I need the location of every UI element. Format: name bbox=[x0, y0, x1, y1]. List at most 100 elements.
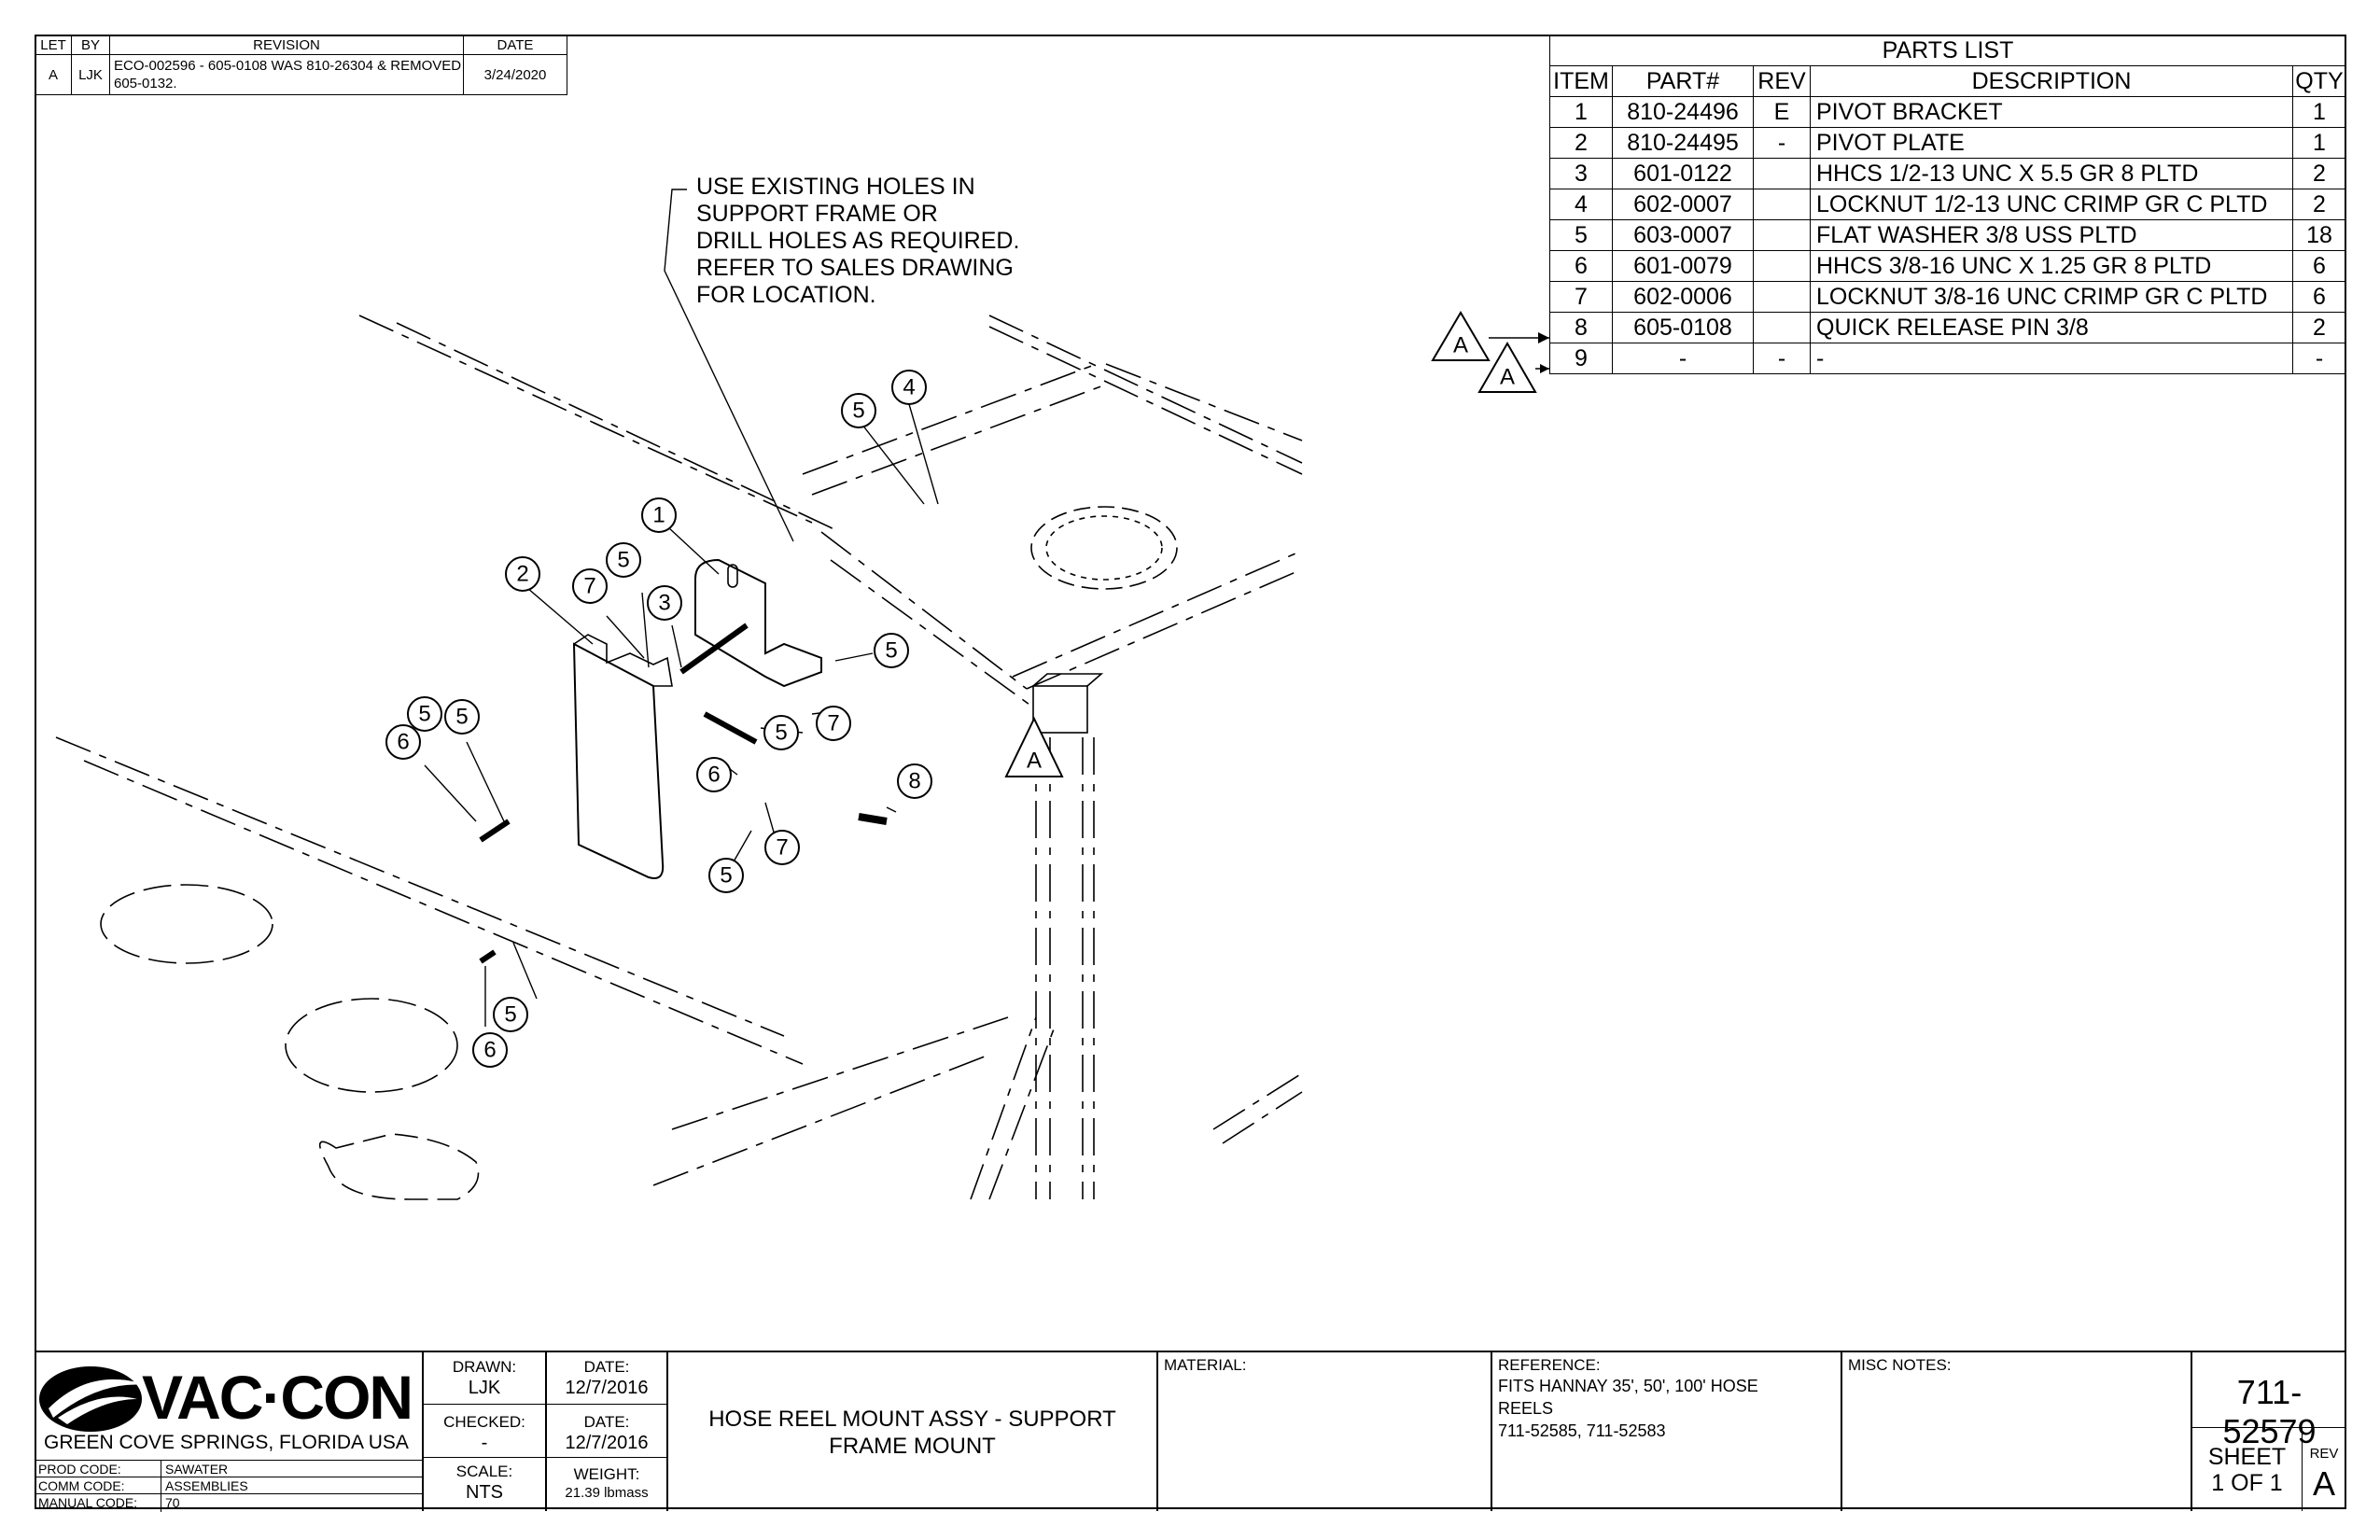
part-rev: - bbox=[1753, 127, 1811, 159]
callout-number: 6 bbox=[707, 763, 720, 788]
revision-table: LET BY REVISION DATE A LJK ECO-002596 - … bbox=[35, 35, 567, 95]
vaccon-logo bbox=[39, 1366, 147, 1432]
rev-flag-letter: A bbox=[1453, 333, 1468, 358]
part-number: - bbox=[1612, 343, 1754, 374]
pivot-bracket bbox=[694, 558, 822, 688]
callout-bubble bbox=[816, 706, 851, 741]
revision-row: A LJK ECO-002596 - 605-0108 WAS 810-2630… bbox=[35, 54, 567, 95]
rev-description: ECO-002596 - 605-0108 WAS 810-26304 & RE… bbox=[109, 54, 464, 95]
hhcs-bolt-short bbox=[703, 711, 758, 745]
callout-bubble bbox=[647, 585, 682, 621]
manual-code-value: 70 bbox=[165, 1495, 180, 1510]
parts-header-rev: REV bbox=[1753, 65, 1811, 97]
part-qty: 2 bbox=[2292, 189, 2346, 220]
support-frame-lines bbox=[55, 315, 1303, 1200]
rev-by: LJK bbox=[71, 54, 110, 95]
note-line: USE EXISTING HOLES IN bbox=[696, 174, 975, 200]
part-qty: 2 bbox=[2292, 312, 2346, 343]
frame-ring-2 bbox=[285, 998, 458, 1093]
rev-date: 3/24/2020 bbox=[463, 54, 567, 95]
part-item: 8 bbox=[1549, 312, 1613, 343]
callout-number: 5 bbox=[885, 638, 897, 664]
checked-date-value: 12/7/2016 bbox=[565, 1433, 649, 1453]
frame-ring-3 bbox=[319, 1133, 480, 1200]
part-number: 602-0006 bbox=[1612, 281, 1754, 313]
callout-number: 5 bbox=[617, 548, 629, 573]
comm-code-label: COMM CODE: bbox=[38, 1478, 125, 1493]
callout-bubble bbox=[696, 757, 732, 792]
reference-line: 711-52585, 711-52583 bbox=[1498, 1421, 1666, 1440]
callout-bubble bbox=[763, 715, 799, 750]
part-qty: 2 bbox=[2292, 158, 2346, 189]
part-rev bbox=[1753, 281, 1811, 313]
part-item: 2 bbox=[1549, 127, 1613, 159]
callout-bubble bbox=[385, 724, 421, 760]
part-number: 605-0108 bbox=[1612, 312, 1754, 343]
hhcs-bolt-long bbox=[679, 623, 749, 675]
part-qty: - bbox=[2292, 343, 2346, 374]
part-qty: 6 bbox=[2292, 250, 2346, 282]
turntable-inner bbox=[1045, 515, 1163, 581]
misc-notes-label: MISC NOTES: bbox=[1848, 1356, 1952, 1374]
drawing-number-cell: 711-52579 SHEET 1 OF 1 REV A bbox=[2191, 1352, 2346, 1511]
material-cell: MATERIAL: bbox=[1156, 1352, 1491, 1511]
rev-flag-triangle bbox=[1477, 341, 1537, 393]
callout-bubble bbox=[572, 568, 608, 604]
dates-cell: DATE: 12/7/2016 DATE: 12/7/2016 WEIGHT: … bbox=[545, 1352, 666, 1511]
parts-row: 9---- bbox=[1549, 343, 2346, 374]
part-number: 603-0007 bbox=[1612, 219, 1754, 251]
parts-list-table: PARTS LIST ITEM PART# REV DESCRIPTION QT… bbox=[1549, 35, 2346, 374]
company-name: VAC·CON bbox=[142, 1363, 413, 1432]
callout-number: 7 bbox=[583, 574, 595, 599]
weight-value: 21.39 lbmass bbox=[565, 1485, 649, 1501]
callout-bubble bbox=[444, 699, 480, 735]
prod-code-value: SAWATER bbox=[165, 1462, 229, 1477]
sheet-label: SHEET bbox=[2207, 1444, 2287, 1470]
rev-flag-letter: A bbox=[1500, 365, 1515, 390]
company-location: GREEN COVE SPRINGS, FLORIDA USA bbox=[44, 1432, 409, 1453]
weight-label: WEIGHT: bbox=[573, 1465, 640, 1483]
reference-line: REELS bbox=[1498, 1399, 1554, 1418]
title-block: VAC·CON GREEN COVE SPRINGS, FLORIDA USA … bbox=[35, 1351, 2346, 1512]
parts-header-item: ITEM bbox=[1549, 65, 1613, 97]
title-cell: HOSE REEL MOUNT ASSY - SUPPORT FRAME MOU… bbox=[666, 1352, 1156, 1511]
reference-label: REFERENCE: bbox=[1498, 1356, 1601, 1374]
part-qty: 6 bbox=[2292, 281, 2346, 313]
drawn-date-value: 12/7/2016 bbox=[565, 1378, 649, 1398]
callout-bubble bbox=[708, 858, 744, 893]
part-description: - bbox=[1810, 343, 2293, 374]
callout-bubble bbox=[472, 1032, 508, 1068]
callout-bubble bbox=[407, 696, 442, 732]
misc-notes-cell: MISC NOTES: bbox=[1841, 1352, 2191, 1511]
callout-number: 5 bbox=[852, 399, 864, 424]
hhcs-bolt-left bbox=[479, 819, 511, 843]
callout-number: 4 bbox=[903, 375, 915, 400]
callout-bubble bbox=[841, 393, 876, 428]
part-description: QUICK RELEASE PIN 3/8 bbox=[1810, 312, 2293, 343]
callout-number: 6 bbox=[483, 1038, 496, 1063]
callout-bubble bbox=[897, 763, 932, 799]
callout-number: 6 bbox=[397, 730, 409, 755]
parts-header-qty: QTY bbox=[2292, 65, 2346, 97]
part-item: 1 bbox=[1549, 96, 1613, 128]
turntable-outline bbox=[1030, 506, 1178, 590]
codes-cell: PROD CODE: SAWATER COMM CODE: ASSEMBLIES… bbox=[35, 1460, 422, 1512]
rev-flag-triangle bbox=[1004, 716, 1064, 777]
callout-bubble bbox=[764, 830, 800, 865]
callout-number: 8 bbox=[908, 769, 920, 794]
scale-label: SCALE: bbox=[455, 1463, 513, 1480]
pivot-plate bbox=[572, 642, 665, 879]
drawing-number: 711-52579 bbox=[2222, 1373, 2317, 1450]
note-line: REFER TO SALES DRAWING bbox=[696, 255, 1014, 281]
drawing-title-line: FRAME MOUNT bbox=[829, 1434, 996, 1459]
logo-cell: VAC·CON GREEN COVE SPRINGS, FLORIDA USA bbox=[35, 1352, 422, 1455]
checked-label: CHECKED: bbox=[443, 1413, 525, 1431]
part-description: FLAT WASHER 3/8 USS PLTD bbox=[1810, 219, 2293, 251]
drawn-date-label: DATE: bbox=[583, 1358, 630, 1376]
callout-number: 1 bbox=[652, 503, 665, 528]
callout-number: 2 bbox=[516, 562, 528, 587]
